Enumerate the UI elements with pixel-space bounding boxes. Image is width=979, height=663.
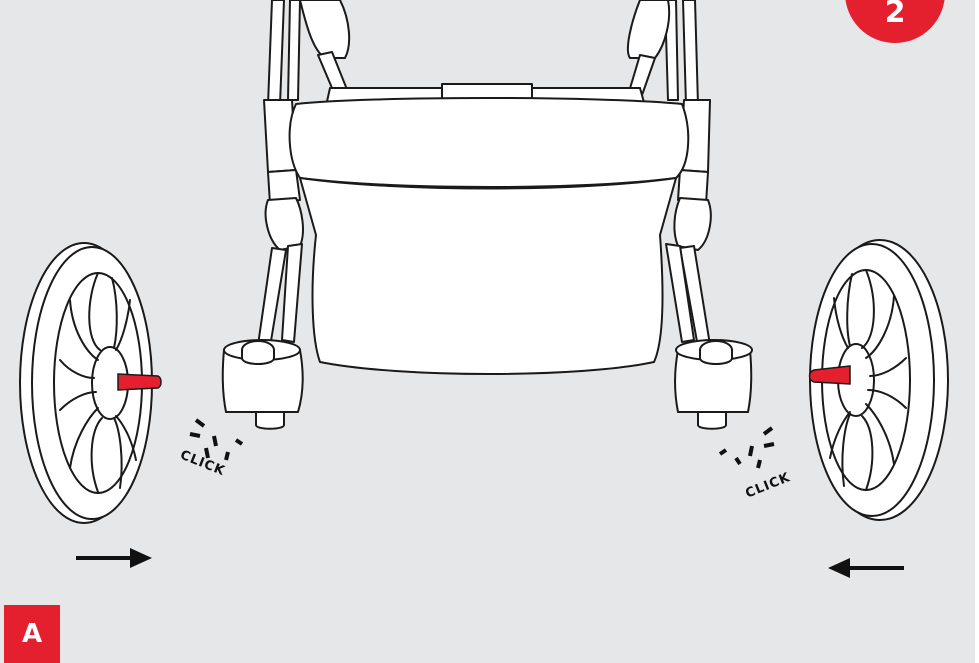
left-arrow-icon [828, 558, 904, 578]
panel-label-badge: A [4, 605, 60, 663]
left-axle-pin [118, 374, 161, 390]
right-arrow-icon [76, 548, 152, 568]
right-click-label: CLICK [743, 470, 792, 502]
left-click-label: CLICK [178, 448, 227, 480]
basket [290, 98, 689, 374]
left-wheel-mount [223, 340, 303, 429]
right-wheel-mount [675, 340, 752, 429]
right-click-marks [720, 428, 774, 468]
